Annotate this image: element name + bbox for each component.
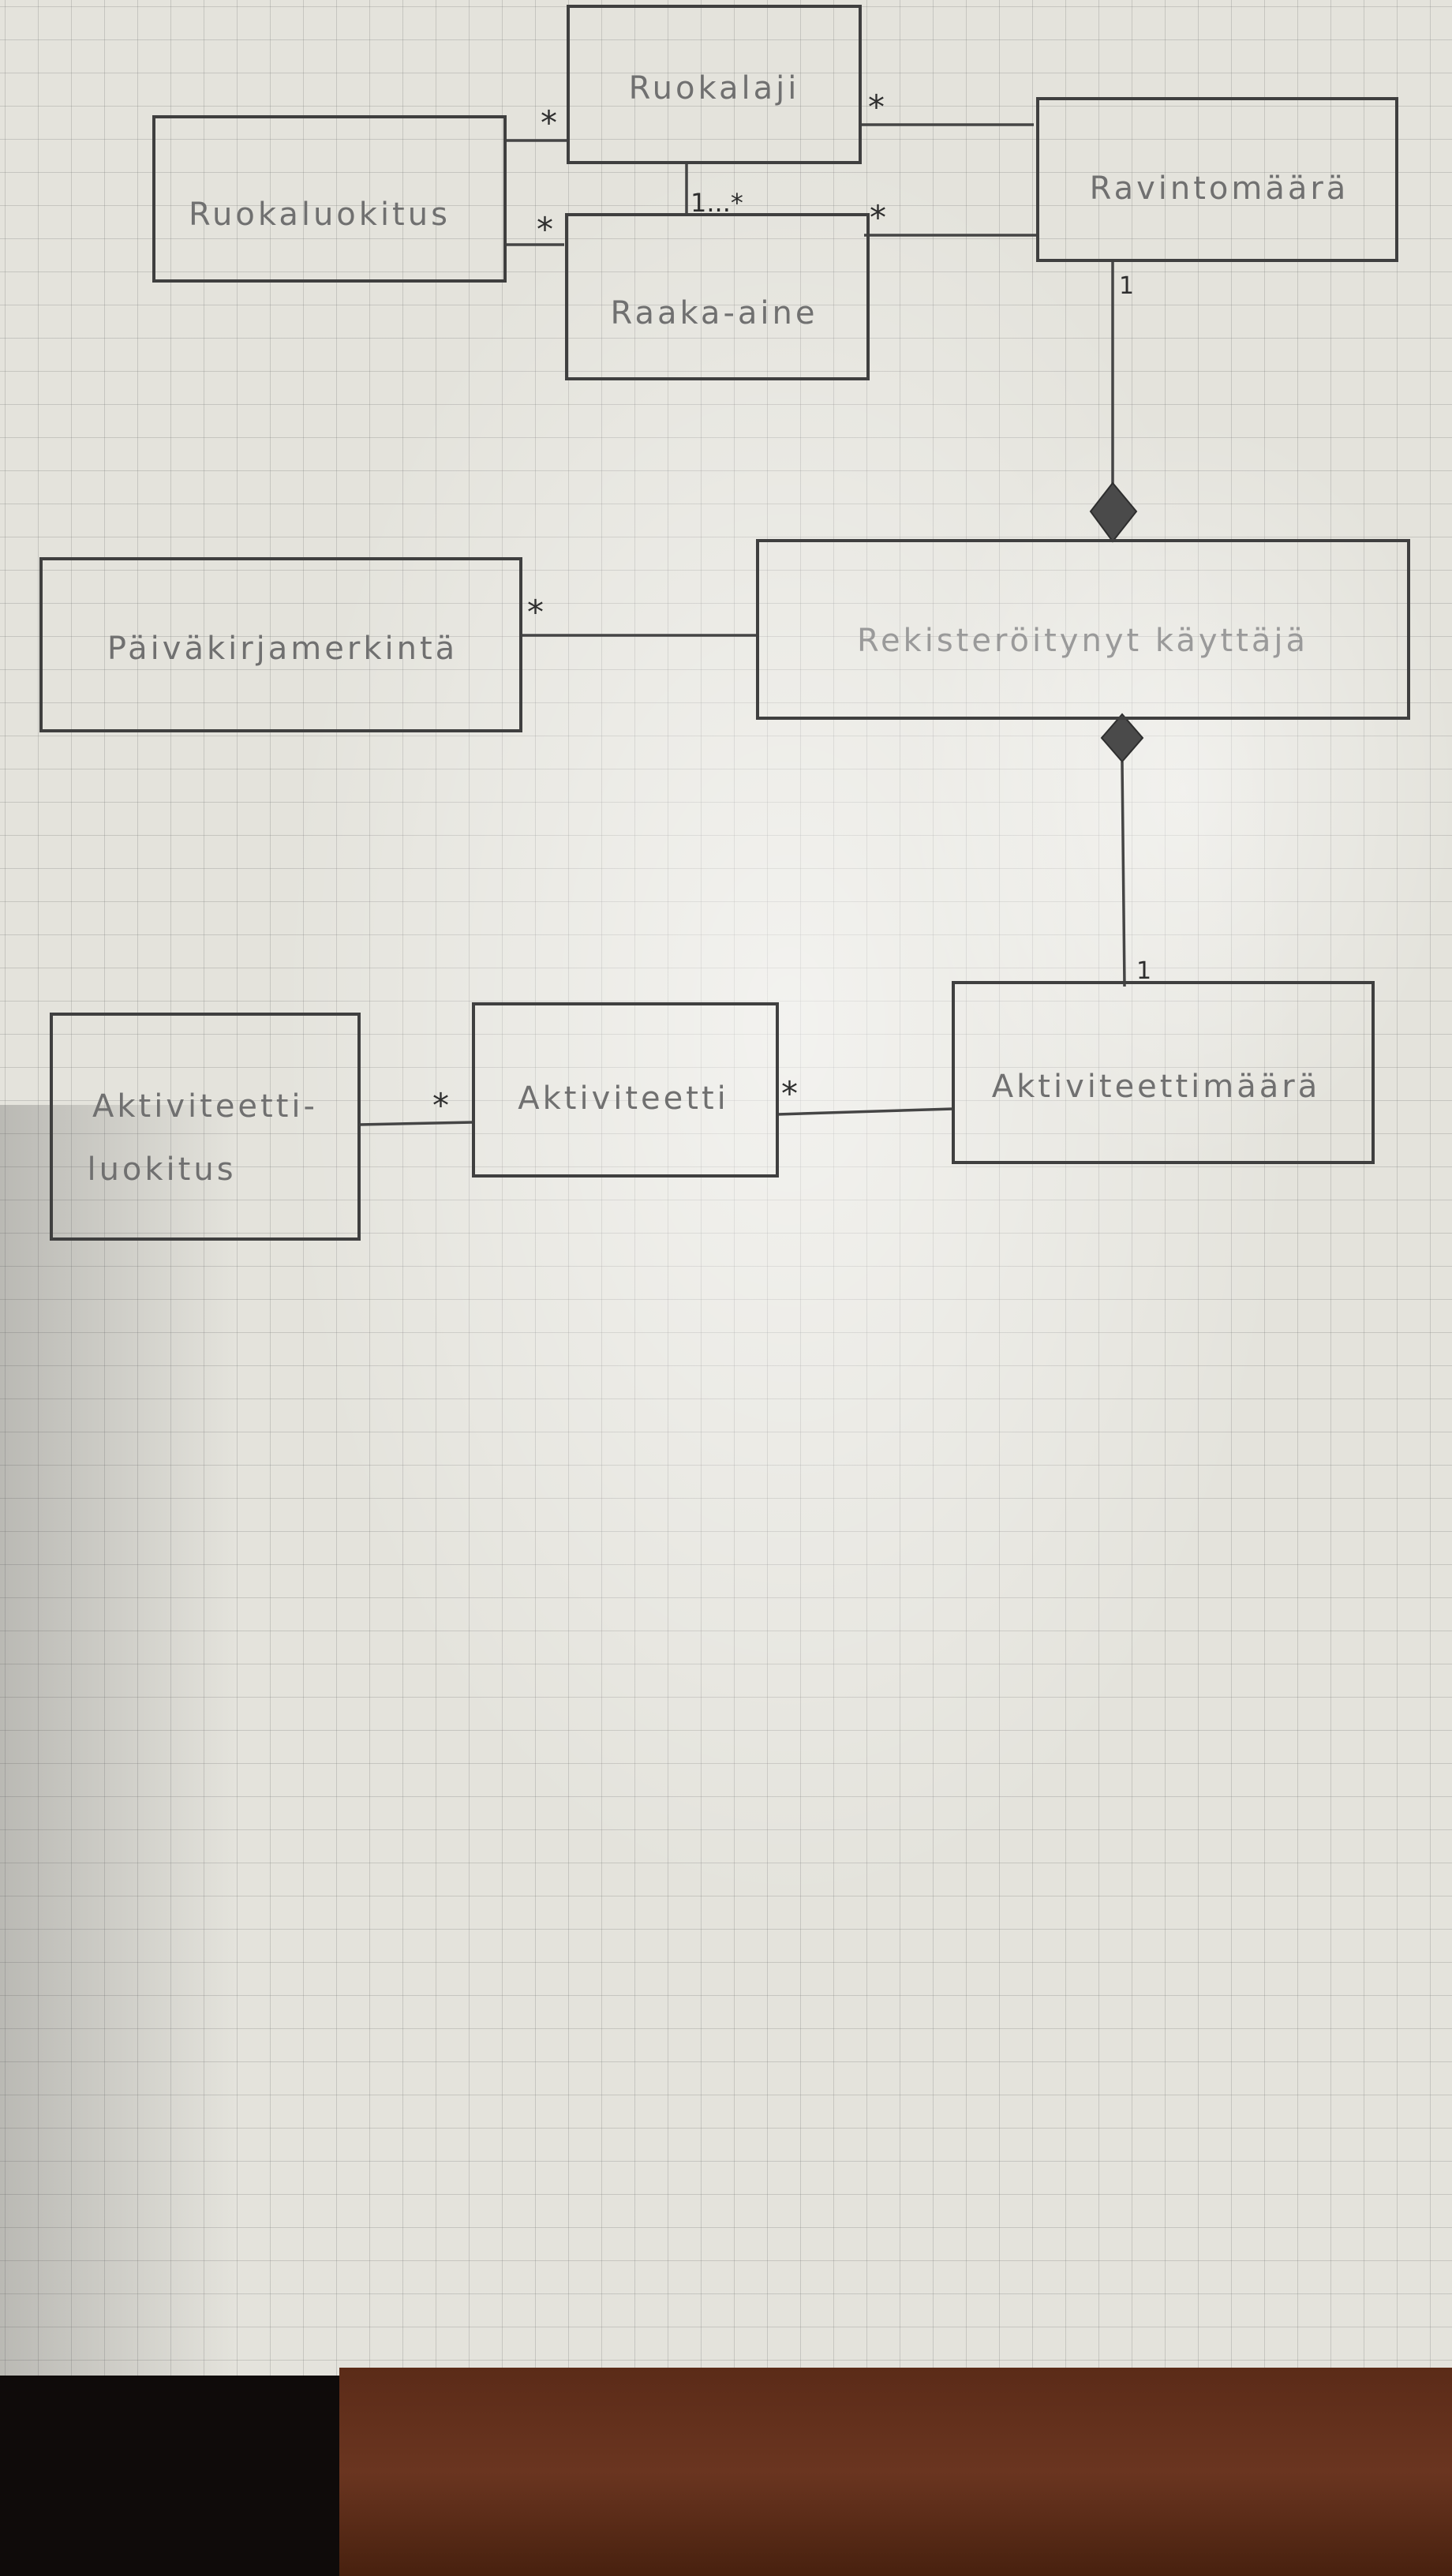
composition-diamond-bottom: [1100, 713, 1144, 763]
aktiviteettiluokitus-box: [50, 1013, 361, 1241]
mult-ruokaluokitus-ruokalaji: *: [541, 103, 557, 142]
mult-ravintomaara-kayttaja: 1: [1119, 272, 1134, 300]
line-aktiviteettiluokitus-aktiviteetti: [358, 1121, 474, 1126]
wooden-table-surface: [339, 2368, 1452, 2576]
ruokalaji-box: [567, 5, 862, 164]
ravintomaara-box: [1036, 97, 1398, 262]
rekisteroitynyt-kayttaja-label: Rekisteröitynyt käyttäjä: [857, 623, 1308, 659]
line-kayttaja-aktiviteettimaara: [1121, 761, 1126, 987]
ruokaluokitus-label: Ruokaluokitus: [189, 197, 451, 233]
rekisteroitynyt-kayttaja-box: [756, 539, 1410, 720]
paivakirjamerkinta-label: Päiväkirjamerkintä: [107, 631, 458, 667]
class-aktiviteettiluokitus: Aktiviteetti- luokitus: [50, 1013, 361, 1241]
aktiviteettimaara-label: Aktiviteettimäärä: [992, 1069, 1320, 1105]
aktiviteetti-label: Aktiviteetti: [518, 1080, 729, 1117]
mult-ravintomaara-raaka-aine: *: [870, 198, 886, 237]
aktiviteettiluokitus-label-line1: Aktiviteetti-: [92, 1088, 318, 1125]
mult-ruokalaji-raaka-aine: 1...*: [690, 188, 743, 218]
class-raaka-aine: Raaka-aine: [565, 213, 870, 380]
composition-diamond-top: [1089, 481, 1138, 543]
dark-table-surface: [0, 2376, 371, 2576]
raaka-aine-label: Raaka-aine: [611, 295, 818, 331]
class-rekisteroitynyt-kayttaja: Rekisteröitynyt käyttäjä: [756, 539, 1410, 720]
raaka-aine-box: [565, 213, 870, 380]
aktiviteettimaara-box: [952, 981, 1375, 1164]
multiplicity-labels: * * 1...* * * 1 * 1 * *: [432, 88, 1151, 1125]
ravintomaara-label: Ravintomäärä: [1090, 170, 1349, 207]
paper-shadow: [0, 1105, 237, 2399]
aktiviteetti-box: [472, 1002, 779, 1178]
line-aktiviteetti-aktiviteettimaara: [777, 1107, 954, 1116]
mult-ruokaluokitus-raaka-aine: *: [537, 210, 553, 249]
graph-paper: [0, 0, 1452, 2391]
paivakirjamerkinta-box: [39, 557, 522, 732]
aktiviteettiluokitus-label-line2: luokitus: [87, 1151, 236, 1188]
class-paivakirjamerkinta: Päiväkirjamerkintä: [39, 557, 522, 732]
class-aktiviteetti: Aktiviteetti: [472, 1002, 779, 1178]
mult-ravintomaara-ruokalaji: *: [868, 88, 885, 126]
class-ruokaluokitus: Ruokaluokitus: [152, 115, 507, 283]
mult-aktiviteettimaara-aktiviteetti: *: [781, 1074, 798, 1113]
class-ruokalaji: Ruokalaji: [567, 5, 862, 164]
association-lines: [358, 123, 1126, 1126]
class-aktiviteettimaara: Aktiviteettimäärä: [952, 981, 1375, 1164]
mult-kayttaja-aktiviteettimaara: 1: [1136, 957, 1151, 985]
ruokalaji-label: Ruokalaji: [629, 70, 800, 107]
mult-kayttaja-paivakirjamerkinta: *: [527, 593, 544, 631]
mult-aktiviteettiluokitus-aktiviteetti: *: [432, 1086, 449, 1125]
ruokaluokitus-box: [152, 115, 507, 283]
class-ravintomaara: Ravintomäärä: [1036, 97, 1398, 262]
